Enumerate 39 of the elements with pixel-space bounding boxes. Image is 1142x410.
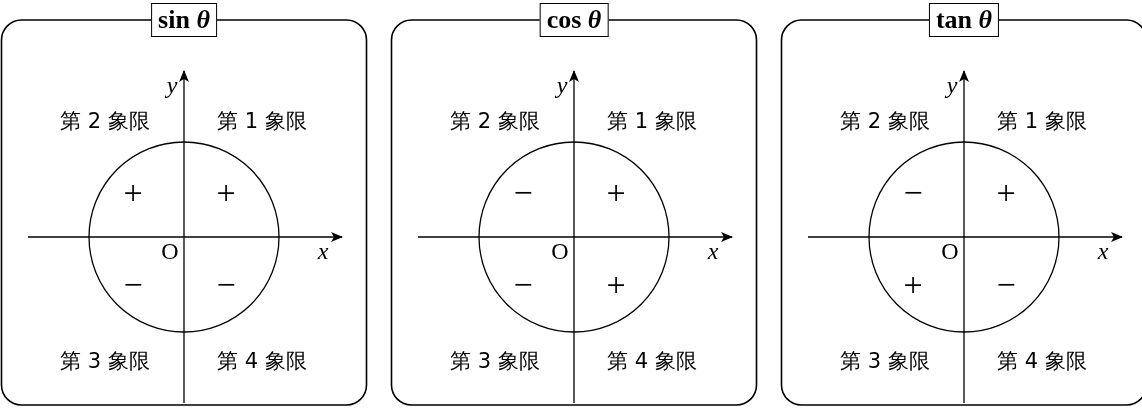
- sign-symbol: +: [123, 176, 143, 210]
- quadrant-label: 第 1 象限: [217, 110, 307, 132]
- origin-label: O: [551, 239, 569, 263]
- title-label: cos θ: [539, 3, 609, 37]
- quadrant-label: 第 4 象限: [997, 350, 1087, 372]
- quadrant-label: 第 4 象限: [217, 350, 307, 372]
- sign-symbol: −: [513, 176, 533, 210]
- axis-label: y: [166, 73, 178, 97]
- sign-symbol: +: [903, 268, 923, 302]
- sign-symbol: +: [606, 268, 626, 302]
- quadrant-label: 第 1 象限: [607, 110, 697, 132]
- quadrant-label: 第 3 象限: [60, 350, 150, 372]
- sign-symbol: −: [996, 268, 1016, 302]
- quadrant-label: 第 3 象限: [450, 350, 540, 372]
- sign-symbol: +: [996, 176, 1016, 210]
- axis-label: x: [707, 239, 719, 263]
- origin-label: O: [161, 239, 179, 263]
- axis-label: y: [556, 73, 568, 97]
- axis-label: x: [317, 239, 329, 263]
- panel-frame: [780, 3, 1142, 407]
- quadrant-label: 第 4 象限: [607, 350, 697, 372]
- sign-symbol: +: [606, 176, 626, 210]
- panel-frame: [390, 3, 758, 407]
- quadrant-label: 第 3 象限: [840, 350, 930, 372]
- sign-symbol: −: [513, 268, 533, 302]
- axis-label: x: [1097, 239, 1109, 263]
- sign-symbol: −: [123, 268, 143, 302]
- sign-symbol: +: [216, 176, 236, 210]
- title-label: tan θ: [928, 3, 1000, 37]
- quadrant-label: 第 2 象限: [840, 110, 930, 132]
- quadrant-label: 第 2 象限: [60, 110, 150, 132]
- origin-label: O: [941, 239, 959, 263]
- panel-frame: [0, 3, 368, 407]
- quadrant-label: 第 2 象限: [450, 110, 540, 132]
- title-label: sin θ: [151, 3, 217, 37]
- quadrant-label: 第 1 象限: [997, 110, 1087, 132]
- sign-symbol: −: [216, 268, 236, 302]
- sign-symbol: −: [903, 176, 923, 210]
- axis-label: y: [946, 73, 958, 97]
